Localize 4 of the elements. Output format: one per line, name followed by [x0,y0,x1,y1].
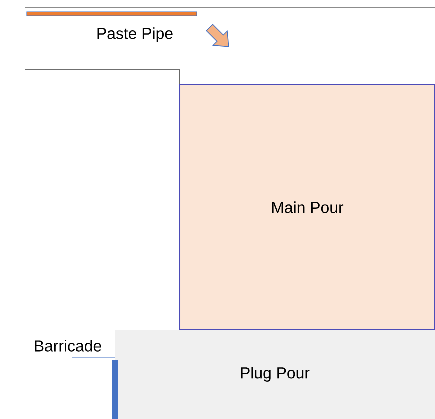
part-label: Paste Pipe [95,26,175,44]
pour-area: Plug Pour [115,330,435,419]
part-label: Barricade [32,339,104,353]
pour-area: Main Pour [180,84,435,330]
